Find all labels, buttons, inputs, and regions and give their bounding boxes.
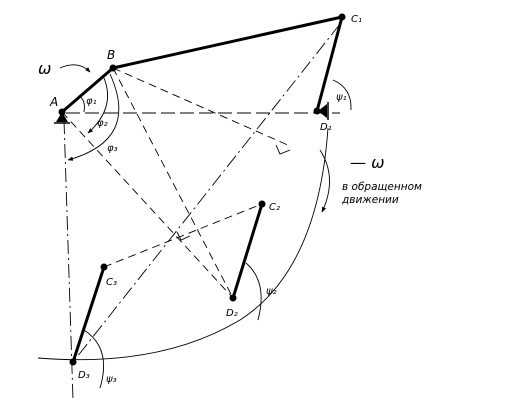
line-C1-D3	[72, 23, 341, 363]
label-phi1: φ₁	[86, 96, 97, 107]
label-C1: C₁	[351, 14, 362, 25]
label-D3: D₃	[78, 370, 90, 381]
label-B: B	[107, 48, 115, 62]
link-C2D2	[231, 203, 264, 299]
arc-phi1	[78, 95, 85, 113]
label-phi3: φ₃	[107, 143, 118, 154]
right-angle-mark-1	[275, 144, 291, 155]
label-phi2: φ₂	[97, 118, 108, 129]
right-angle-mark-2	[176, 231, 191, 241]
label-psi2: ψ₂	[266, 286, 277, 297]
arc-psi1	[332, 79, 352, 111]
joint-D3	[69, 358, 77, 366]
label-A: A	[49, 95, 58, 109]
line-B-D2	[112, 67, 234, 299]
label-C3: C₃	[106, 277, 117, 288]
arc-phi2	[87, 77, 109, 134]
arc-psi2	[245, 262, 262, 321]
link-AB	[61, 66, 114, 114]
label-D1: D₁	[320, 122, 332, 133]
note-line-2: движении	[341, 194, 399, 206]
support-A-icon	[54, 112, 70, 124]
link-C3D3	[71, 266, 106, 363]
label-omega: ω	[38, 59, 51, 78]
label-D2: D₂	[226, 308, 238, 319]
label-psi3: ψ₃	[106, 374, 117, 385]
label-minus-omega: — ω	[350, 153, 384, 172]
arc-phi3	[67, 73, 120, 161]
line-B-C1prime	[112, 67, 291, 147]
omega-arrow-icon	[59, 64, 91, 73]
label-C2: C₂	[269, 202, 280, 213]
arc-D-positions	[37, 127, 329, 361]
joint-D2	[229, 294, 237, 302]
link-BC1	[112, 15, 343, 70]
joint-A	[58, 108, 66, 116]
line-C3-C2	[103, 203, 263, 268]
link-C1D1	[315, 16, 344, 112]
reverse-omega-arrow-icon	[319, 149, 330, 213]
line-A-D2	[61, 111, 234, 299]
note-line-1: в обращенном	[342, 181, 422, 193]
joint-B	[109, 64, 117, 72]
support-D1-icon	[318, 102, 329, 120]
axis-A-down	[63, 119, 74, 401]
joint-C2	[258, 200, 266, 208]
label-psi1: ψ₁	[336, 92, 347, 103]
arc-psi3	[83, 329, 105, 389]
joint-C3	[100, 263, 108, 271]
joint-C1	[338, 13, 346, 21]
joint-D1	[313, 107, 321, 115]
